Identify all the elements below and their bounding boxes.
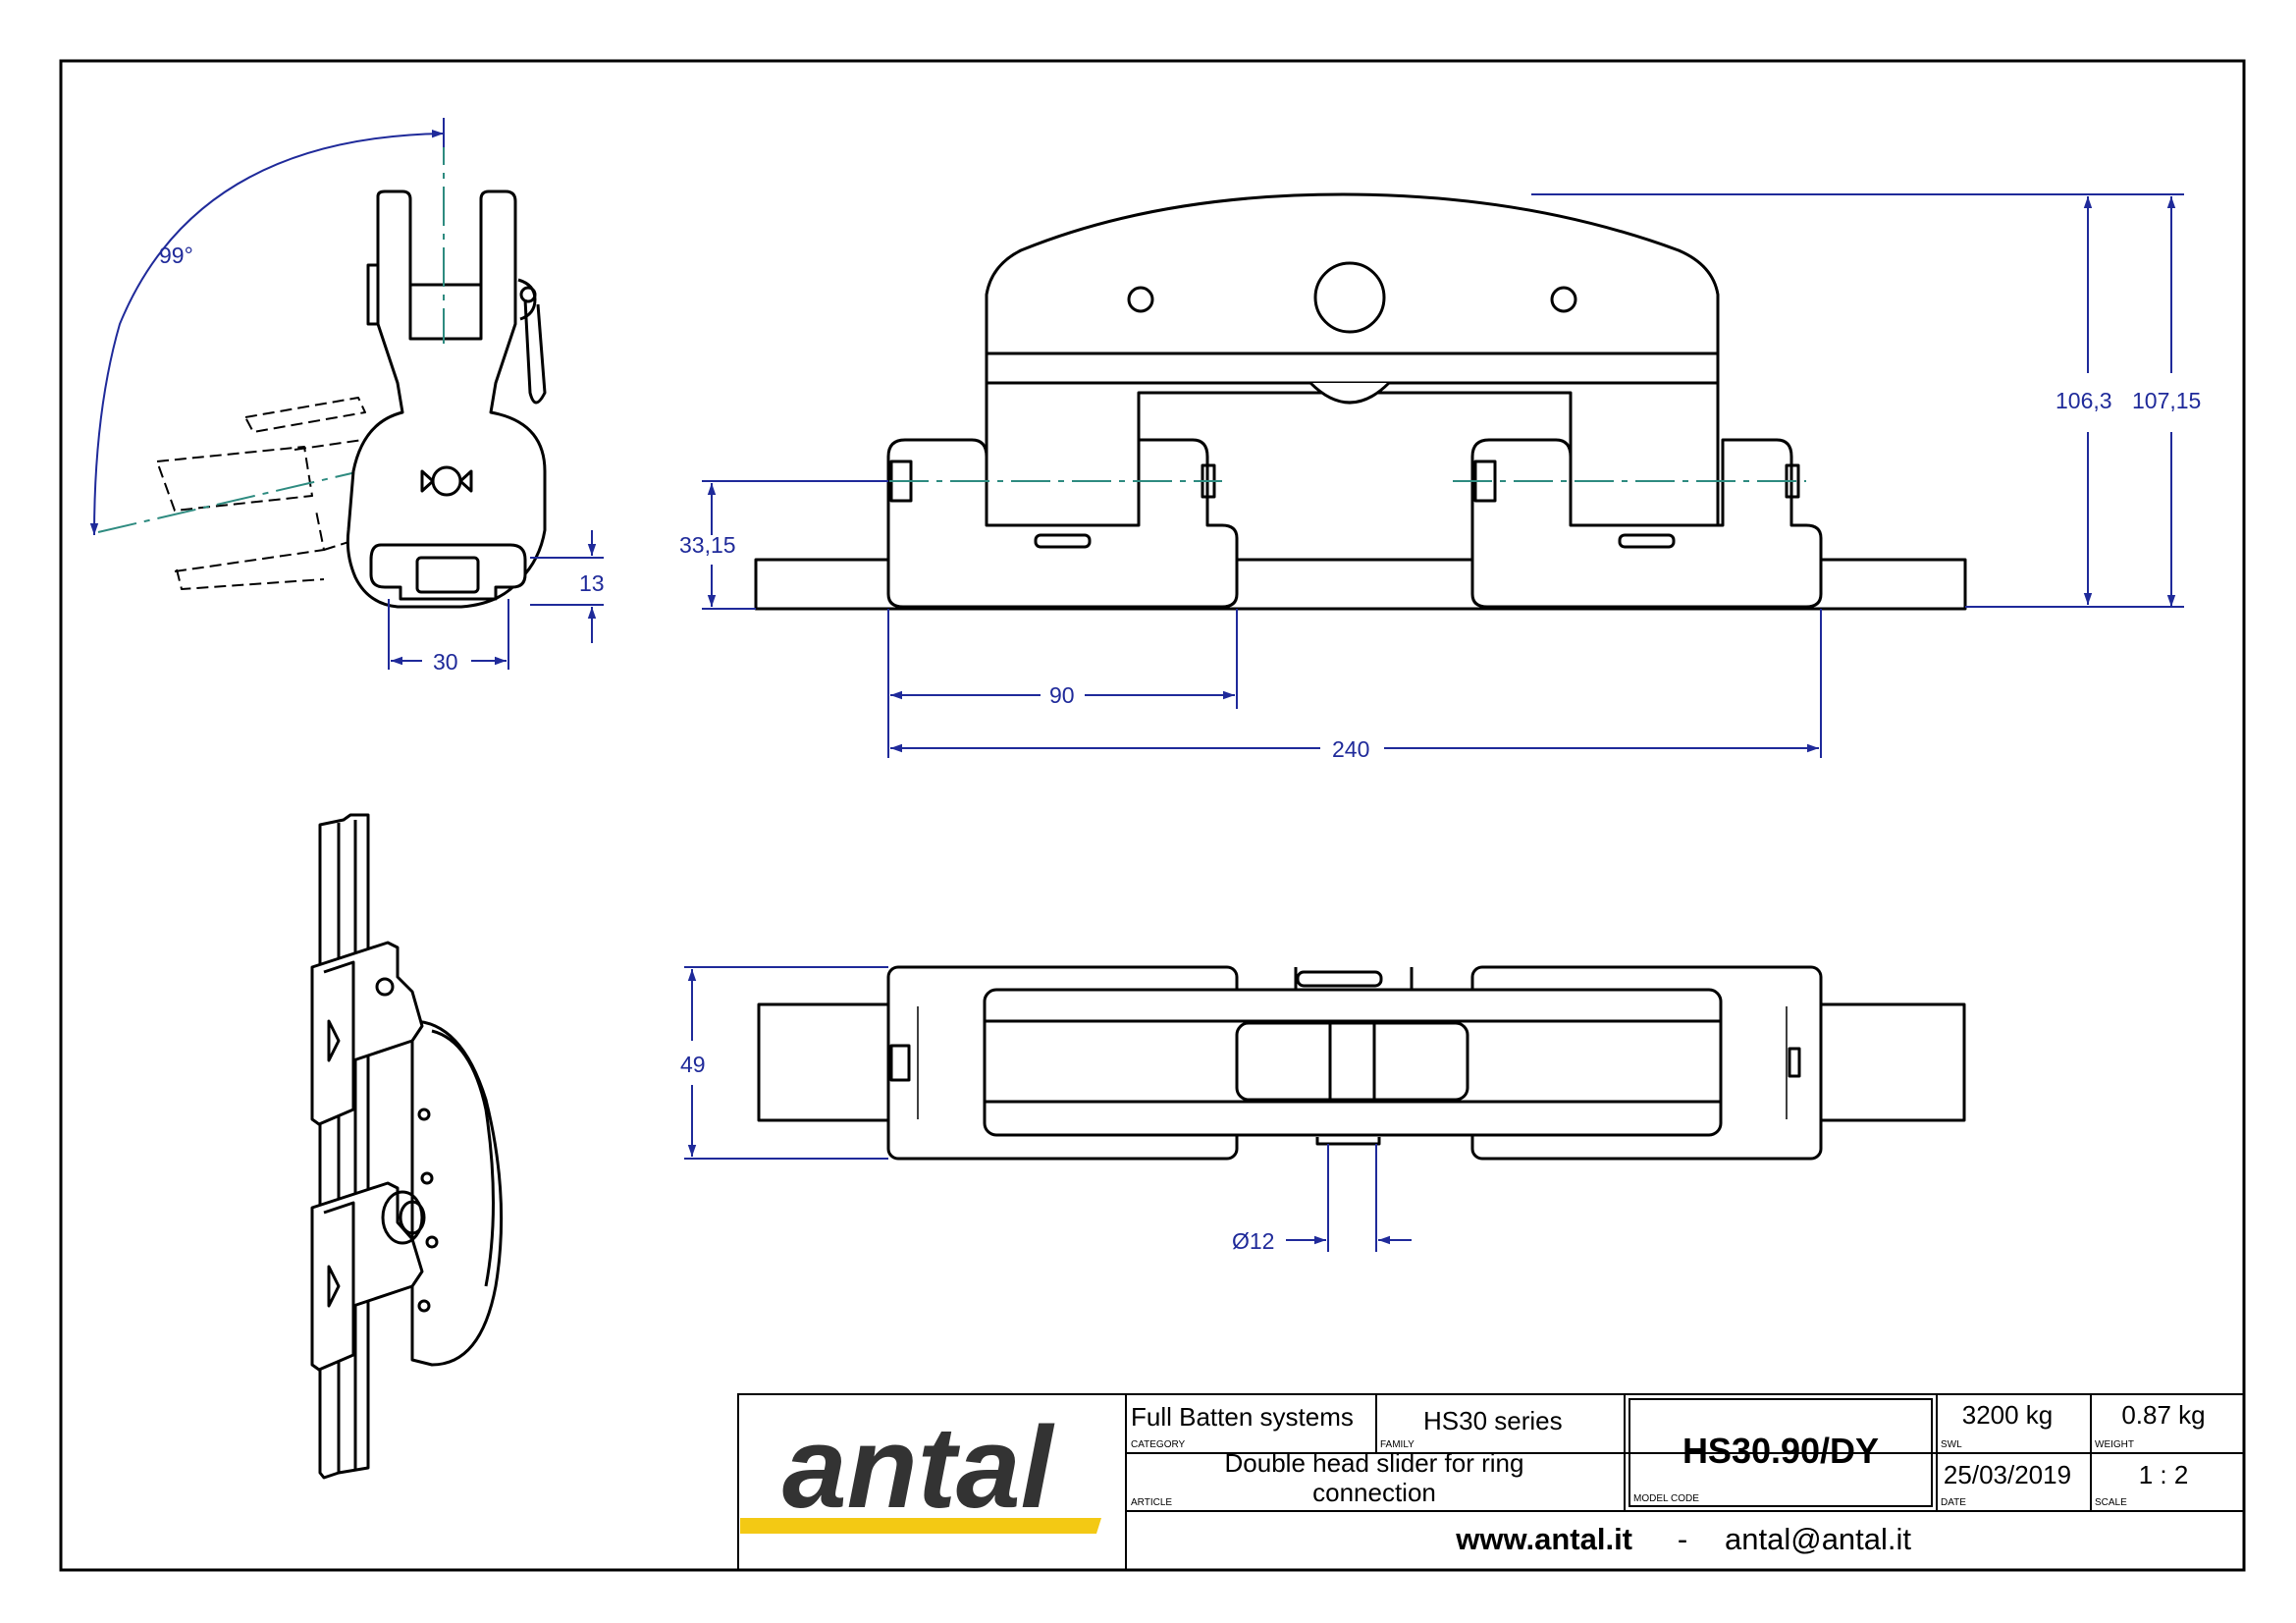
model-code-label: MODEL CODE xyxy=(1633,1493,1699,1504)
angle-label: 99° xyxy=(159,243,193,268)
width-label: 49 xyxy=(680,1052,706,1077)
article-label: ARTICLE xyxy=(1131,1497,1172,1508)
height-total-b-label: 107,15 xyxy=(2132,388,2201,413)
date-label: DATE xyxy=(1941,1497,1966,1508)
left-carriage xyxy=(886,438,1239,609)
profile-width-label: 30 xyxy=(433,649,458,675)
model-code-value: HS30.90/DY xyxy=(1682,1431,1879,1471)
logo-yellow-bar xyxy=(740,1518,1101,1534)
article-line-1: Double head slider for ring xyxy=(1225,1448,1524,1478)
article-line-2: connection xyxy=(1312,1478,1436,1507)
contact-separator: - xyxy=(1678,1522,1687,1556)
overall-length-label: 240 xyxy=(1332,736,1369,762)
head-length-label: 90 xyxy=(1049,682,1075,708)
top-plate xyxy=(985,192,1720,355)
antal-logo: antal xyxy=(782,1403,1055,1533)
family-label: FAMILY xyxy=(1380,1439,1415,1450)
side-view xyxy=(97,126,547,609)
front-dimensions xyxy=(702,193,2184,758)
date-value: 25/03/2019 xyxy=(1944,1460,2071,1489)
category-value: Full Batten systems xyxy=(1131,1402,1354,1432)
weight-label: WEIGHT xyxy=(2095,1439,2134,1450)
swl-value: 3200 kg xyxy=(1962,1400,2054,1430)
weight-value: 0.87 kg xyxy=(2121,1400,2205,1430)
top-view xyxy=(757,965,1966,1161)
category-label: CATEGORY xyxy=(1131,1439,1186,1450)
slider-profile xyxy=(369,543,527,601)
profile-width-dimension xyxy=(388,599,509,670)
title-block-lines xyxy=(737,1393,2245,1571)
height-total-a-label: 106,3 xyxy=(2056,388,2112,413)
pin-diameter-label: Ø12 xyxy=(1232,1228,1274,1254)
profile-height-label: 13 xyxy=(579,570,605,596)
right-carriage xyxy=(1470,438,1823,609)
angle-dimension xyxy=(89,118,445,536)
email-link[interactable]: antal@antal.it xyxy=(1725,1522,1911,1556)
website-link[interactable]: www.antal.it xyxy=(1455,1522,1632,1556)
iso-plate xyxy=(410,1019,504,1367)
iso-upper-carriage xyxy=(310,941,424,1126)
iso-track xyxy=(318,813,370,1480)
scale-value: 1 : 2 xyxy=(2139,1460,2189,1489)
swl-label: SWL xyxy=(1941,1439,1962,1450)
profile-height-dimension xyxy=(530,530,604,643)
scale-label: SCALE xyxy=(2095,1497,2127,1508)
height-bolt-label: 33,15 xyxy=(679,532,736,558)
isometric-view xyxy=(310,813,504,1480)
iso-lower-carriage xyxy=(310,1181,424,1372)
front-view xyxy=(707,192,1967,611)
locking-pin xyxy=(517,278,537,321)
family-value: HS30 series xyxy=(1423,1406,1563,1435)
top-dimensions xyxy=(684,966,1412,1252)
